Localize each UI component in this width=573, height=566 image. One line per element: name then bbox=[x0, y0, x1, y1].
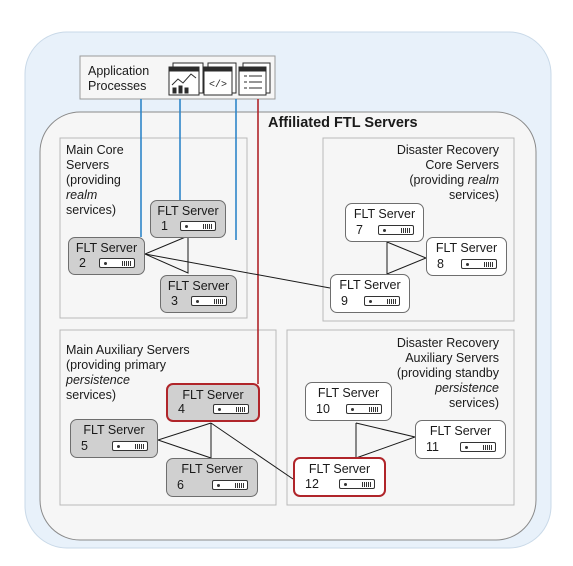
aux-triangle bbox=[156, 422, 212, 459]
server-number: 5 bbox=[81, 439, 88, 453]
server-label: FLT Server bbox=[181, 462, 243, 476]
server-number: 10 bbox=[316, 402, 330, 416]
dr-core-label: Disaster Recovery Core Servers (providin… bbox=[397, 143, 499, 203]
server-label: FLT Server bbox=[317, 386, 380, 400]
server-number: 8 bbox=[437, 257, 444, 271]
dr-core-line: Core Servers bbox=[425, 158, 499, 172]
dashboard-window-icon bbox=[168, 62, 204, 96]
server-number: 1 bbox=[161, 219, 168, 233]
server-label: FLT Server bbox=[157, 204, 219, 218]
server-drive-icon bbox=[212, 480, 248, 490]
server-number: 2 bbox=[79, 256, 86, 270]
server-number: 3 bbox=[171, 294, 178, 308]
server-label: FLT Server bbox=[83, 423, 145, 437]
server-label: FLT Server bbox=[429, 424, 492, 438]
main-core-label: Main Core Servers (providing realm servi… bbox=[66, 143, 124, 218]
server-drive-icon bbox=[99, 258, 135, 268]
dr-core-triangle bbox=[386, 241, 428, 275]
server-drive-icon bbox=[364, 296, 400, 306]
main-core-line: (providing bbox=[66, 173, 121, 187]
dr-core-line: services) bbox=[448, 188, 499, 202]
main-aux-line: services) bbox=[66, 388, 117, 402]
app-processes-label: Application Processes bbox=[88, 64, 149, 94]
main-aux-label: Main Auxiliary Servers (providing primar… bbox=[66, 343, 190, 403]
dr-aux-triangle bbox=[355, 422, 417, 459]
server-6: FLT Server 6 bbox=[166, 458, 258, 497]
core-triangle bbox=[143, 235, 189, 274]
server-drive-icon bbox=[112, 441, 148, 451]
server-links bbox=[143, 235, 428, 480]
dr-aux-line: persistence bbox=[435, 381, 499, 395]
server-4: FLT Server 4 bbox=[166, 383, 260, 422]
core-to-dr-link bbox=[144, 253, 331, 289]
server-number: 6 bbox=[177, 478, 184, 492]
server-label: FLT Server bbox=[167, 279, 230, 293]
main-core-line: realm bbox=[66, 188, 98, 202]
server-label: FLT Server bbox=[75, 241, 138, 255]
server-number: 9 bbox=[341, 294, 348, 308]
server-7: FLT Server 7 bbox=[345, 203, 424, 242]
server-2: FLT Server 2 bbox=[68, 237, 145, 275]
server-label: FLT Server bbox=[339, 278, 401, 292]
main-aux-line: (providing primary bbox=[66, 358, 167, 372]
dr-core-realm-line: (providing realm bbox=[409, 173, 499, 187]
main-core-line: services) bbox=[66, 203, 117, 217]
server-label: FLT Server bbox=[353, 207, 416, 221]
app-processes-line1: Application bbox=[88, 64, 150, 78]
server-drive-icon bbox=[460, 442, 496, 452]
code-window-icon: </> bbox=[203, 62, 237, 96]
dr-aux-line: (providing standby bbox=[396, 366, 499, 380]
dr-core-line: Disaster Recovery bbox=[396, 143, 499, 157]
server-label: FLT Server bbox=[435, 241, 498, 255]
dr-aux-label: Disaster Recovery Auxiliary Servers (pro… bbox=[397, 336, 499, 411]
server-drive-icon bbox=[180, 221, 216, 231]
dr-aux-line: services) bbox=[448, 396, 499, 410]
server-drive-icon bbox=[213, 404, 249, 414]
server-5: FLT Server 5 bbox=[70, 419, 158, 458]
aux-to-dr-link bbox=[210, 422, 294, 480]
server-drive-icon bbox=[461, 259, 497, 269]
realm-word: realm bbox=[467, 173, 499, 187]
app-processes-line2: Processes bbox=[88, 79, 147, 93]
server-number: 4 bbox=[178, 402, 185, 416]
server-11: FLT Server 11 bbox=[415, 420, 506, 459]
dr-core-line: (providing realm bbox=[397, 173, 499, 188]
server-drive-icon bbox=[339, 479, 375, 489]
server-number: 11 bbox=[426, 440, 439, 454]
server-drive-icon bbox=[378, 225, 414, 235]
server-3: FLT Server 3 bbox=[160, 275, 237, 313]
main-aux-line: Main Auxiliary Servers bbox=[66, 343, 190, 357]
server-drive-icon bbox=[346, 404, 382, 414]
server-number: 7 bbox=[356, 223, 363, 237]
main-core-line: Main Core bbox=[66, 143, 124, 157]
server-9: FLT Server 9 bbox=[330, 274, 410, 313]
server-8: FLT Server 8 bbox=[426, 237, 507, 276]
main-aux-line: persistence bbox=[66, 373, 130, 387]
server-10: FLT Server 10 bbox=[305, 382, 392, 421]
dr-aux-line: Auxiliary Servers bbox=[405, 351, 499, 365]
dr-aux-line: Disaster Recovery bbox=[396, 336, 499, 350]
affiliated-title: Affiliated FTL Servers bbox=[268, 115, 418, 131]
server-label: FLT Server bbox=[182, 388, 244, 402]
server-label: FLT Server bbox=[308, 462, 371, 476]
svg-text:</>: </> bbox=[209, 79, 227, 91]
server-12: FLT Server 12 bbox=[293, 457, 386, 497]
server-1: FLT Server 1 bbox=[150, 200, 226, 238]
main-core-line: Servers bbox=[66, 158, 110, 172]
list-window-icon bbox=[238, 62, 271, 96]
server-number: 12 bbox=[305, 477, 319, 491]
server-drive-icon bbox=[191, 296, 227, 306]
client-lines bbox=[140, 99, 237, 240]
